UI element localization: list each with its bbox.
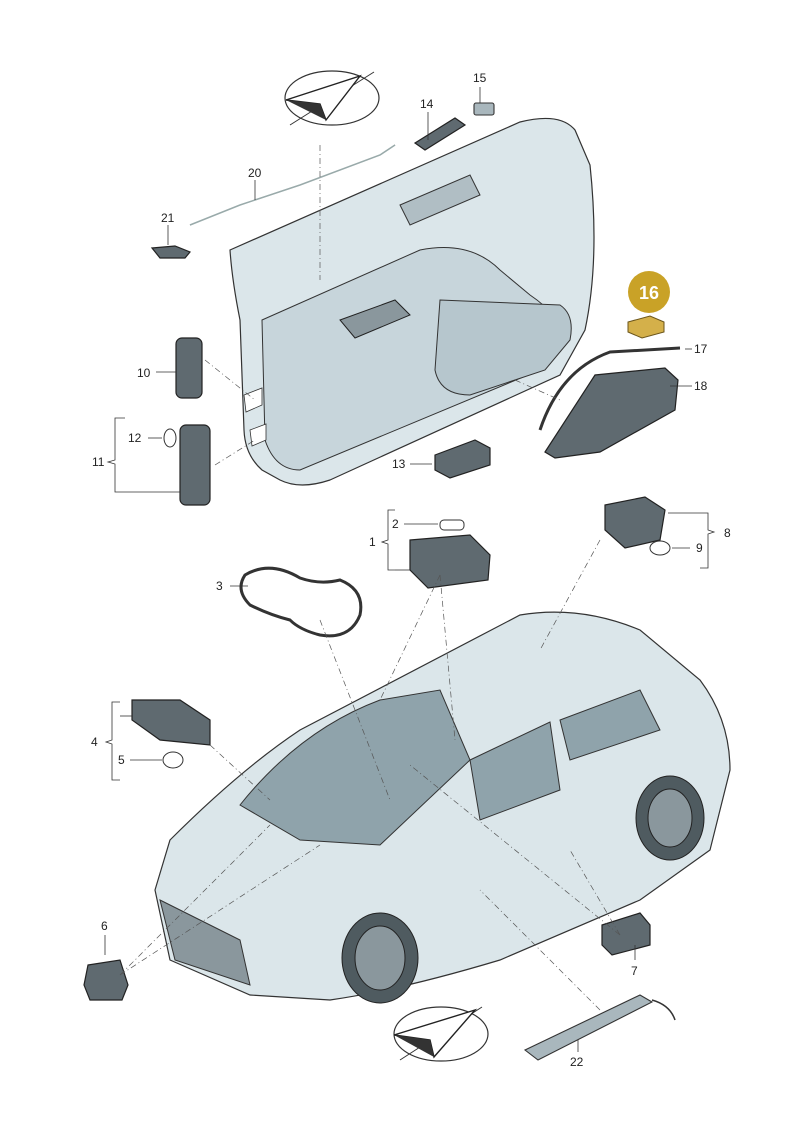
callout-18: 18 <box>694 379 708 393</box>
part-1-interior-light[interactable] <box>409 534 491 589</box>
part-14-switch[interactable] <box>413 117 467 151</box>
part-4-light[interactable] <box>131 699 211 746</box>
callout-3: 3 <box>216 579 223 593</box>
callout-4: 4 <box>91 735 98 749</box>
callout-labels: 15 14 20 21 10 12 11 13 17 18 2 1 3 8 9 … <box>91 71 731 1069</box>
part-18-cover[interactable] <box>544 367 679 459</box>
callout-20: 20 <box>248 166 262 180</box>
part-21-connector[interactable] <box>150 245 191 259</box>
callout-11: 11 <box>92 455 105 469</box>
highlight-label: 16 <box>639 283 659 303</box>
part-9-bulb[interactable] <box>649 540 671 556</box>
callout-15: 15 <box>473 71 487 85</box>
callout-9: 9 <box>696 541 703 555</box>
dashed-leaders <box>119 145 621 1011</box>
part-20-window-seal[interactable] <box>189 144 396 226</box>
highlight-badge-16[interactable]: 16 <box>628 271 670 313</box>
car-body <box>154 611 731 1004</box>
part-8-light[interactable] <box>604 496 666 549</box>
callout-1: 1 <box>369 535 376 549</box>
callout-10: 10 <box>137 366 151 380</box>
callout-6: 6 <box>101 919 108 933</box>
callout-leaders <box>104 87 716 1052</box>
part-12-bulb[interactable] <box>163 428 177 448</box>
callout-13: 13 <box>392 457 406 471</box>
callout-5: 5 <box>118 753 125 767</box>
callout-7: 7 <box>631 964 638 978</box>
part-10-reflector[interactable] <box>175 337 203 399</box>
direction-compass-top-icon <box>284 70 380 126</box>
part-11-lamp[interactable] <box>179 424 211 506</box>
direction-compass-bottom-icon <box>393 1006 489 1062</box>
callout-14: 14 <box>420 97 434 111</box>
callout-12: 12 <box>128 431 142 445</box>
part-5-bulb[interactable] <box>162 751 184 769</box>
part-15-bulb[interactable] <box>473 102 495 116</box>
callout-22: 22 <box>570 1055 584 1069</box>
callout-17: 17 <box>694 342 708 356</box>
part-2-bulb[interactable] <box>439 519 465 531</box>
callout-2: 2 <box>392 517 399 531</box>
part-7-module[interactable] <box>601 912 651 956</box>
part-22-sill-strip[interactable] <box>523 994 676 1061</box>
callout-21: 21 <box>161 211 175 225</box>
part-13-control-unit[interactable] <box>434 439 491 479</box>
part-6-switch[interactable] <box>83 959 129 1001</box>
door-trim-panel[interactable] <box>229 117 595 486</box>
callout-8: 8 <box>724 526 731 540</box>
part-17-wire[interactable] <box>538 346 681 431</box>
part-3-frame[interactable] <box>239 566 363 638</box>
part-16-clip[interactable] <box>627 315 665 339</box>
